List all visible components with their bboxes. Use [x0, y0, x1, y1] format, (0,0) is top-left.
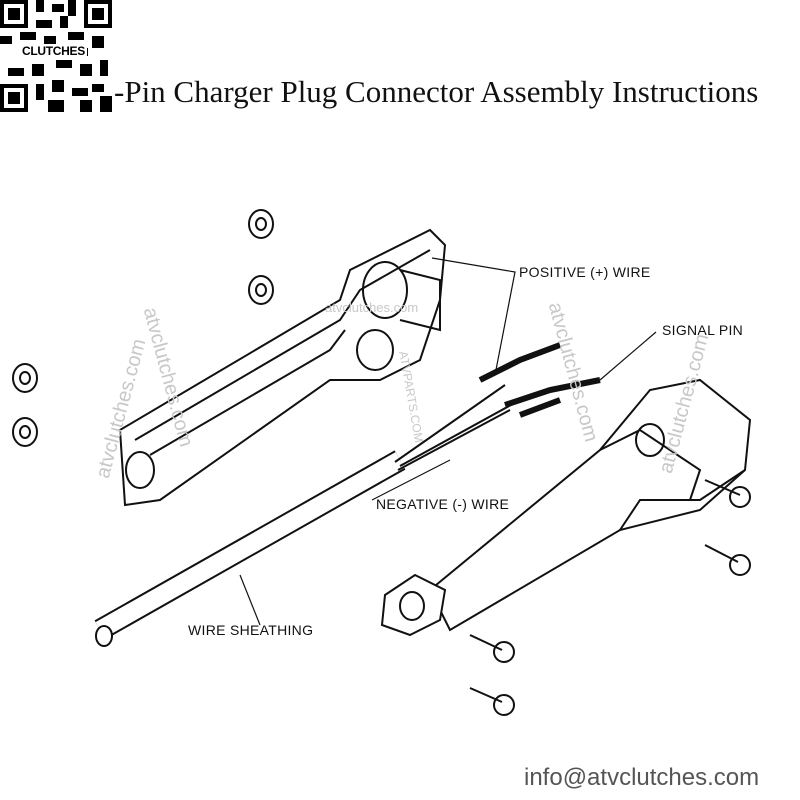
qr-logo-text: CLUTCHES [20, 44, 87, 58]
wire-clamp [380, 573, 447, 637]
leader-lines [239, 257, 657, 626]
nut-icon [248, 209, 274, 239]
screw-icon [469, 634, 515, 663]
housing-bottom-half [428, 378, 752, 632]
screw-icon [469, 687, 515, 716]
label-negative-wire: NEGATIVE (-) WIRE [376, 496, 510, 512]
label-positive-wire: POSITIVE (+) WIRE [519, 264, 651, 280]
label-signal-pin: SIGNAL PIN [662, 322, 744, 338]
qr-code [0, 0, 112, 112]
screw-icon [704, 544, 751, 576]
watermark: atvclutches.com [325, 300, 419, 315]
contact-email: info@atvclutches.com [524, 764, 760, 791]
nut-icon [12, 417, 38, 447]
screw-icon [704, 479, 751, 508]
wire-assembly [94, 342, 601, 647]
housing-top-half [118, 228, 447, 507]
nut-icon [248, 275, 274, 305]
page-title: -Pin Charger Plug Connector Assembly Ins… [114, 74, 759, 109]
label-wire-sheathing: WIRE SHEATHING [188, 622, 314, 638]
nut-icon [12, 363, 38, 393]
